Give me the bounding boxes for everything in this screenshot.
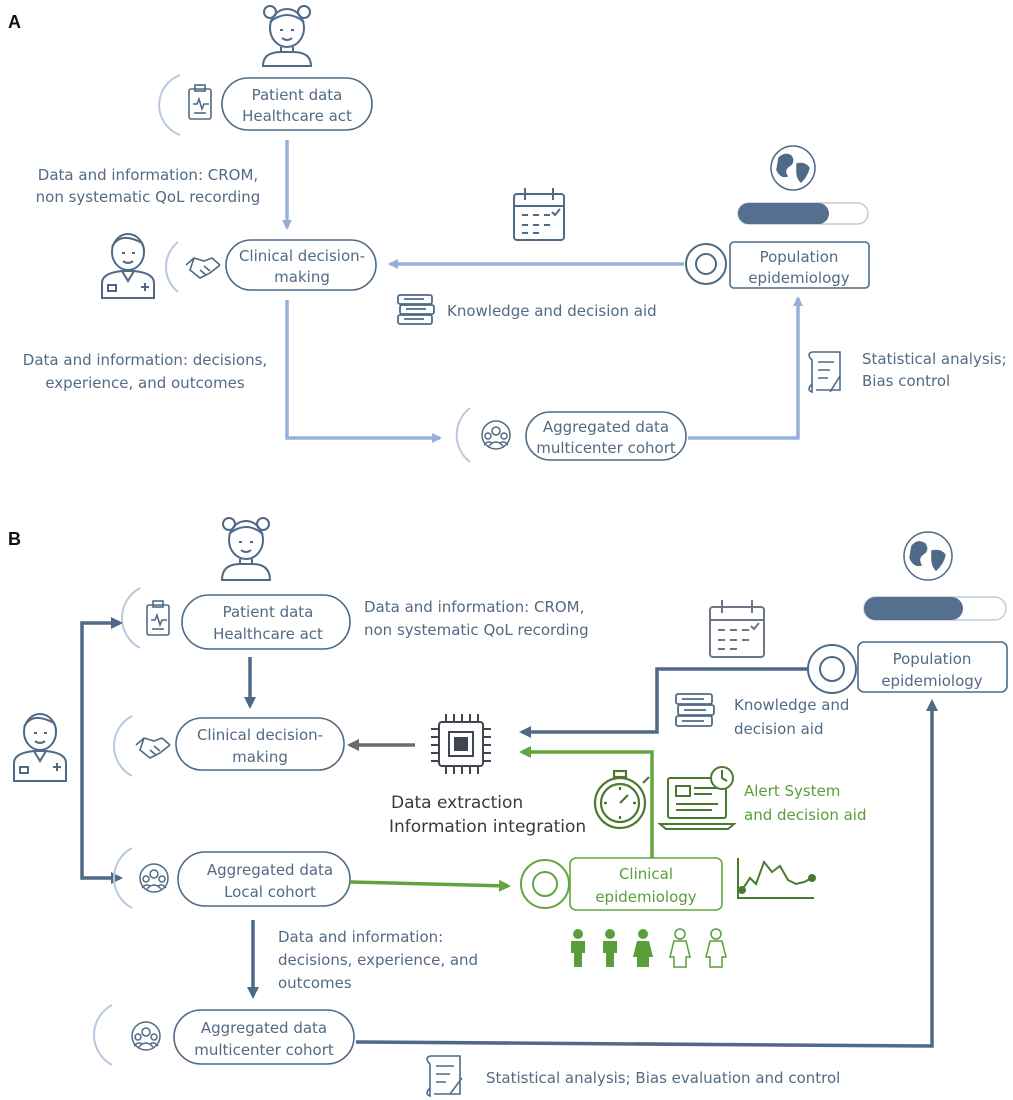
stats-note-b: Statistical analysis; Bias evaluation an…: [486, 1069, 840, 1087]
handshake-icon: [135, 737, 171, 759]
alert-note-line2: and decision aid: [744, 806, 866, 824]
arrow-b-doctor-to-patient: [80, 617, 123, 750]
progress-bar-a: [737, 202, 869, 225]
crom-note-b-line1: Data and information: CROM,: [364, 598, 584, 616]
arrow-a-aggregated-to-population: [688, 296, 803, 440]
aggregated-multicenter-node-b: Aggregated data multicenter cohort: [93, 1004, 355, 1066]
crom-note-a-line1: Data and information: CROM,: [38, 166, 258, 184]
clipboard-icon: [146, 600, 170, 636]
population-node-a: Population epidemiology: [685, 241, 870, 289]
panel-b-label: B: [8, 529, 21, 549]
decision-node-a-line1: Clinical decision-: [239, 247, 365, 265]
local-node-line2: Local cohort: [224, 883, 316, 901]
outcomes-note-b-line2: decisions, experience, and: [278, 951, 478, 969]
clinical-epidemiology-node: Clinical epidemiology: [520, 857, 723, 911]
calendar-icon: [709, 600, 765, 658]
group-icon: [139, 863, 169, 893]
stopwatch-icon: [593, 769, 650, 830]
decision-node-b-line2: making: [232, 748, 288, 766]
knowledge-note-a: Knowledge and decision aid: [447, 302, 657, 320]
group-icon: [131, 1021, 161, 1051]
extraction-note-line1: Data extraction: [391, 793, 523, 813]
progress-bar-b: [863, 596, 1007, 621]
clinical-decision-node-b: Clinical decision- making: [113, 715, 345, 777]
stats-note-a-line2: Bias control: [862, 372, 950, 390]
multicenter-node-b-line2: multicenter cohort: [194, 1041, 334, 1059]
handshake-icon: [185, 257, 221, 279]
knowledge-note-b-line1: Knowledge and: [734, 696, 849, 714]
arrow-b-doctor-to-local: [80, 750, 123, 884]
aggregated-node-a: Aggregated data multicenter cohort: [455, 407, 687, 463]
clipboard-icon: [188, 84, 212, 120]
clinical-epi-line2: epidemiology: [595, 888, 696, 906]
arrow-b-multicenter-to-population: [355, 699, 938, 1048]
alert-note-line1: Alert System: [744, 782, 840, 800]
books-icon: [675, 693, 715, 727]
globe-icon: [770, 145, 816, 191]
patient-data-node-a: Patient data Healthcare act: [158, 74, 373, 136]
calendar-icon: [513, 188, 565, 241]
population-node-a-line1: Population: [760, 248, 839, 266]
arrow-b-population-to-chip: [519, 667, 808, 738]
decision-node-b-line1: Clinical decision-: [197, 726, 323, 744]
multicenter-node-b-line1: Aggregated data: [201, 1019, 327, 1037]
decision-node-a-line2: making: [274, 268, 330, 286]
patient-node-b-line2: Healthcare act: [213, 625, 323, 643]
crom-note-a-line2: non systematic QoL recording: [36, 188, 261, 206]
population-node-b: Population epidemiology: [807, 641, 1008, 694]
population-node-a-line2: epidemiology: [748, 269, 849, 287]
patient-node-a-line2: Healthcare act: [242, 107, 352, 125]
people-icon: [571, 928, 727, 968]
outcomes-note-b-line3: outcomes: [278, 974, 352, 992]
patient-node-b-line1: Patient data: [223, 603, 314, 621]
knowledge-note-b-line2: decision aid: [734, 720, 823, 738]
outcomes-note-a-line2: experience, and outcomes: [45, 374, 244, 392]
scroll-icon: [808, 351, 841, 394]
doctor-avatar-icon: [101, 233, 155, 299]
group-icon: [481, 420, 511, 450]
aggregated-node-a-line1: Aggregated data: [543, 418, 669, 436]
clinical-decision-node-a: Clinical decision- making: [165, 239, 377, 293]
scroll-icon: [426, 1055, 463, 1098]
outcomes-note-a-line1: Data and information: decisions,: [23, 351, 267, 369]
population-node-b-line2: epidemiology: [881, 672, 982, 690]
panel-a-label: A: [8, 12, 21, 32]
population-node-b-line1: Population: [893, 650, 972, 668]
globe-icon: [903, 531, 953, 581]
local-node-line1: Aggregated data: [207, 861, 333, 879]
outcomes-note-b-line1: Data and information:: [278, 928, 443, 946]
arrow-b-clinical-to-chip: [519, 746, 654, 858]
arrow-b-local-to-clinical: [349, 879, 511, 892]
books-icon: [397, 294, 435, 325]
doctor-avatar-icon: [13, 713, 67, 782]
woman-avatar-icon: [261, 5, 313, 67]
extraction-note-line2: Information integration: [389, 817, 586, 837]
crom-note-b-line2: non systematic QoL recording: [364, 621, 589, 639]
stats-note-a-line1: Statistical analysis;: [862, 350, 1007, 368]
chip-icon: [431, 714, 491, 774]
aggregated-local-node: Aggregated data Local cohort: [113, 847, 351, 909]
arrow-a-decision-to-aggregated: [285, 300, 442, 443]
aggregated-node-a-line2: multicenter cohort: [536, 439, 676, 457]
clinical-epi-line1: Clinical: [619, 865, 673, 883]
patient-node-a-line1: Patient data: [252, 86, 343, 104]
laptop-alert-icon: [657, 766, 737, 830]
line-chart-icon: [737, 858, 816, 899]
patient-data-node-b: Patient data Healthcare act: [121, 587, 351, 650]
woman-avatar-icon: [220, 517, 272, 581]
